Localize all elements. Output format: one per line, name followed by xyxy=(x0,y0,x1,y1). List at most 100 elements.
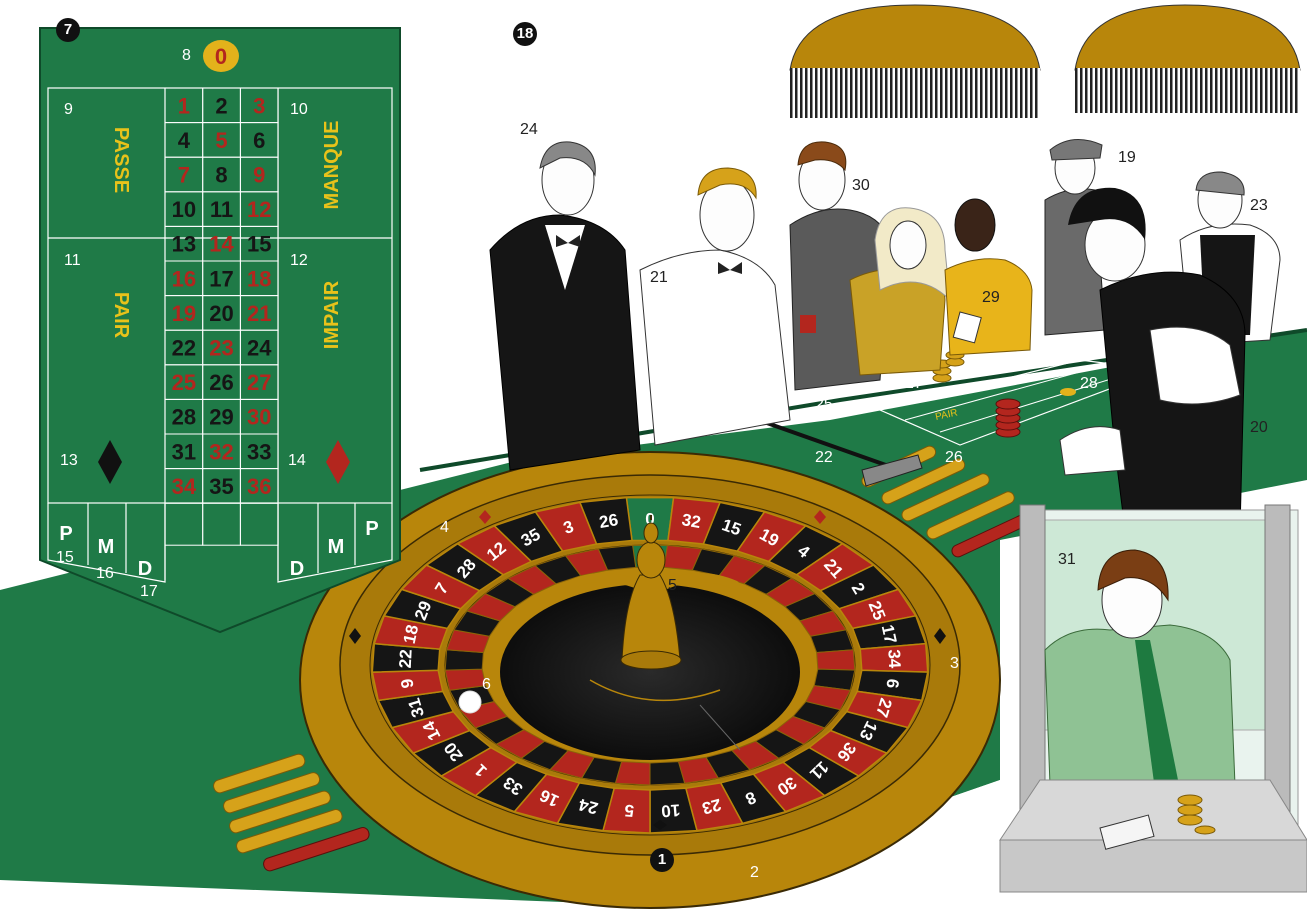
manque-label: MANQUE xyxy=(321,121,343,210)
wheel-number-22: 22 xyxy=(396,649,416,669)
grid-number-13: 13 xyxy=(172,232,196,257)
callout-5: 5 xyxy=(668,578,677,594)
callout-20: 20 xyxy=(1250,420,1268,436)
callout-10: 10 xyxy=(290,102,308,118)
grid-number-34: 34 xyxy=(172,474,197,499)
callout-1: 1 xyxy=(650,848,674,872)
chandelier-right xyxy=(1075,5,1300,113)
callout-4: 4 xyxy=(440,520,449,536)
callout-26: 26 xyxy=(945,450,963,466)
callout-27: 27 xyxy=(905,376,923,392)
roulette-ball xyxy=(459,691,481,713)
callout-13: 13 xyxy=(60,453,78,469)
callout-18: 18 xyxy=(513,22,537,46)
wheel-number-26: 26 xyxy=(598,510,620,532)
wheel-pocket xyxy=(445,650,483,670)
callout-15: 15 xyxy=(56,550,74,566)
grid-number-11: 11 xyxy=(210,197,233,222)
grid-number-4: 4 xyxy=(178,128,191,153)
grid-number-31: 31 xyxy=(172,439,196,464)
dozen-left-2: M xyxy=(98,536,115,558)
callout-23: 23 xyxy=(1250,198,1268,214)
grid-number-14: 14 xyxy=(209,232,234,257)
passe-label: PASSE xyxy=(110,127,132,193)
callout-29: 29 xyxy=(982,290,1000,306)
callout-16: 16 xyxy=(96,566,114,582)
person-24-tuxedo-man xyxy=(490,142,640,470)
grid-number-1: 1 xyxy=(178,93,190,118)
callout-25: 25 xyxy=(815,397,833,413)
grid-number-26: 26 xyxy=(209,370,233,395)
wheel-pocket xyxy=(650,762,685,785)
roulette-wheel: 0321519421225173462713361130823105241633… xyxy=(300,452,1000,908)
callout-11: 11 xyxy=(64,253,81,269)
callout-6: 6 xyxy=(482,677,491,693)
grid-number-22: 22 xyxy=(172,336,196,361)
grid-number-30: 30 xyxy=(247,405,271,430)
dozen-right-2: M xyxy=(328,536,345,558)
wheel-number-32: 32 xyxy=(680,510,702,532)
grid-number-20: 20 xyxy=(209,301,233,326)
callout-3: 3 xyxy=(950,656,959,672)
grid-number-8: 8 xyxy=(215,163,227,188)
grid-number-10: 10 xyxy=(172,197,196,222)
grid-number-24: 24 xyxy=(247,336,272,361)
grid-number-5: 5 xyxy=(215,128,227,153)
grid-number-15: 15 xyxy=(247,232,271,257)
zero-label: 0 xyxy=(215,44,227,69)
callout-12: 12 xyxy=(290,253,308,269)
grid-number-21: 21 xyxy=(247,301,271,326)
grid-number-19: 19 xyxy=(172,301,196,326)
dozen-right-3: P xyxy=(365,518,378,540)
callout-2: 2 xyxy=(750,865,759,881)
wheel-number-10: 10 xyxy=(661,800,681,821)
grid-number-12: 12 xyxy=(247,197,271,222)
grid-number-6: 6 xyxy=(253,128,265,153)
callout-24: 24 xyxy=(520,122,538,138)
grid-number-7: 7 xyxy=(178,163,190,188)
callout-19: 19 xyxy=(1118,150,1136,166)
callout-30: 30 xyxy=(852,178,870,194)
grid-number-33: 33 xyxy=(247,439,271,464)
grid-number-29: 29 xyxy=(209,405,233,430)
callout-7: 7 xyxy=(56,18,80,42)
grid-number-36: 36 xyxy=(247,474,271,499)
wheel-number-18: 18 xyxy=(400,623,423,646)
dozen-left-3: D xyxy=(138,558,152,580)
dolly-marker xyxy=(1060,388,1076,396)
grid-number-16: 16 xyxy=(172,266,196,291)
grid-number-27: 27 xyxy=(247,370,271,395)
wheel-number-34: 34 xyxy=(884,649,904,669)
grid-number-2: 2 xyxy=(215,93,227,118)
grid-number-32: 32 xyxy=(209,439,233,464)
dozen-left-1: P xyxy=(59,523,72,545)
grid-number-17: 17 xyxy=(209,266,233,291)
wheel-number-5: 5 xyxy=(624,801,635,821)
impair-label: IMPAIR xyxy=(321,280,343,349)
callout-31: 31 xyxy=(1058,552,1076,568)
grid-number-9: 9 xyxy=(253,163,265,188)
callout-8: 8 xyxy=(182,48,191,64)
callout-21: 21 xyxy=(650,270,668,286)
grid-number-35: 35 xyxy=(209,474,233,499)
callout-9: 9 xyxy=(64,102,73,118)
wheel-number-17: 17 xyxy=(878,623,901,646)
chandelier-left xyxy=(790,5,1040,118)
pair-label: PAIR xyxy=(110,292,132,339)
red-chip-stack xyxy=(996,399,1020,437)
cashier-booth xyxy=(1000,505,1307,892)
callout-17: 17 xyxy=(140,584,158,600)
callout-22: 22 xyxy=(815,450,833,466)
grid-number-18: 18 xyxy=(247,266,271,291)
grid-number-23: 23 xyxy=(209,336,233,361)
person-29-yellow-dress xyxy=(945,199,1032,355)
wheel-pocket xyxy=(817,650,855,670)
grid-number-28: 28 xyxy=(172,405,196,430)
person-21-white-jacket xyxy=(640,168,790,445)
callout-28: 28 xyxy=(1080,376,1098,392)
grid-number-25: 25 xyxy=(172,370,196,395)
dozen-right-1: D xyxy=(290,558,304,580)
grid-number-3: 3 xyxy=(253,93,265,118)
